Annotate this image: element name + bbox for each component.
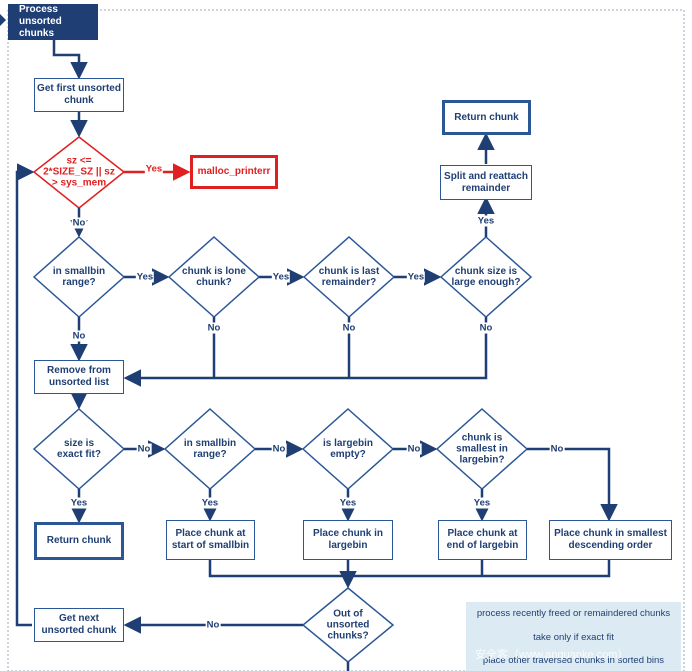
node-get-first-chunk-label: Get first unsorted chunk: [37, 83, 121, 106]
edge-label-yes: Yes: [135, 271, 155, 283]
edge-label-no: No: [206, 322, 222, 334]
legend-line-2: take only if exact fit: [533, 632, 614, 643]
edge-label-no: No: [71, 217, 87, 229]
edge-loop-back: [15, 163, 35, 627]
node-malloc-printerr-label: malloc_printerr: [197, 166, 271, 177]
edge-label-no: No: [406, 443, 422, 455]
node-place-largebin: Place chunk in largebin: [303, 520, 393, 560]
edge-label-no: No: [549, 443, 565, 455]
diamond-in-smallbin-1: [32, 235, 126, 319]
edge-label-yes: Yes: [476, 215, 496, 227]
node-place-end-largebin-label: Place chunk at end of largebin: [446, 528, 519, 551]
node-place-end-largebin: Place chunk at end of largebin: [438, 520, 527, 560]
node-place-descending-label: Place chunk in smallest descending order: [554, 528, 667, 551]
node-split-reattach: Split and reattach remainder: [440, 165, 532, 200]
node-malloc-printerr: malloc_printerr: [190, 155, 278, 189]
title-pointer: [0, 14, 6, 26]
node-place-largebin-label: Place chunk in largebin: [312, 528, 384, 551]
edge-large-enough-no: [123, 317, 488, 387]
diamond-size-check: [32, 136, 126, 209]
edge-label-no: No: [341, 322, 357, 334]
node-remove-from-list: Remove from unsorted list: [34, 360, 124, 394]
watermark: 安全客（www.anquanke.com）: [475, 649, 629, 661]
node-place-descending: Place chunk in smallest descending order: [549, 520, 672, 560]
node-return-chunk-bottom: Return chunk: [34, 522, 124, 560]
edge-merge-line: [208, 560, 611, 578]
edge-label-no: No: [136, 443, 152, 455]
edge-label-yes: Yes: [472, 497, 492, 509]
node-get-next-chunk: Get next unsorted chunk: [34, 608, 124, 642]
legend-line-1: process recently freed or remaindered ch…: [476, 608, 671, 619]
edge-label-yes: Yes: [406, 271, 426, 283]
node-return-chunk-top-label: Return chunk: [454, 111, 519, 123]
diamond-exact-fit: [32, 407, 126, 491]
legend-line-3: place other traversed chunks in sorted b…: [482, 655, 665, 666]
node-return-chunk-bottom-label: Return chunk: [46, 535, 112, 546]
node-place-smallbin: Place chunk at start of smallbin: [166, 520, 255, 560]
edge-label-no: No: [205, 619, 221, 631]
node-get-first-chunk: Get first unsorted chunk: [34, 78, 124, 112]
edge-label-yes: Yes: [69, 497, 89, 509]
flowchart-title-text: Process unsorted chunks: [19, 4, 62, 39]
node-place-smallbin-label: Place chunk at start of smallbin: [171, 528, 250, 551]
edge-label-no: No: [478, 322, 494, 334]
diamond-is-last-remainder: [302, 235, 396, 319]
edge-label-yes: Yes: [200, 497, 220, 509]
edge-label-no: No: [71, 330, 87, 342]
node-get-next-chunk-label: Get next unsorted chunk: [41, 613, 117, 636]
diamond-large-enough: [439, 235, 533, 319]
edge-label-yes: Yes: [338, 497, 358, 509]
edge-smallest-no: [527, 447, 618, 522]
legend-panel: process recently freed or remaindered ch…: [466, 602, 681, 671]
frame-border: [7, 9, 685, 671]
diamond-in-smallbin-2: [163, 407, 257, 491]
node-return-chunk-top: Return chunk: [442, 100, 531, 135]
node-split-reattach-label: Split and reattach remainder: [444, 170, 528, 194]
flowchart-title: Process unsorted chunks: [8, 4, 98, 40]
edge-title-to-get-first: [52, 40, 88, 80]
edge-label-yes: Yes: [271, 271, 291, 283]
edge-label-yes: Yes: [144, 163, 164, 175]
node-remove-from-list-label: Remove from unsorted list: [47, 365, 111, 388]
diamond-out-of-chunks: [301, 587, 395, 663]
diamond-largebin-empty: [301, 407, 395, 491]
diamond-is-lone: [167, 235, 261, 319]
edge-label-no: No: [271, 443, 287, 455]
diamond-is-smallest: [435, 407, 529, 491]
